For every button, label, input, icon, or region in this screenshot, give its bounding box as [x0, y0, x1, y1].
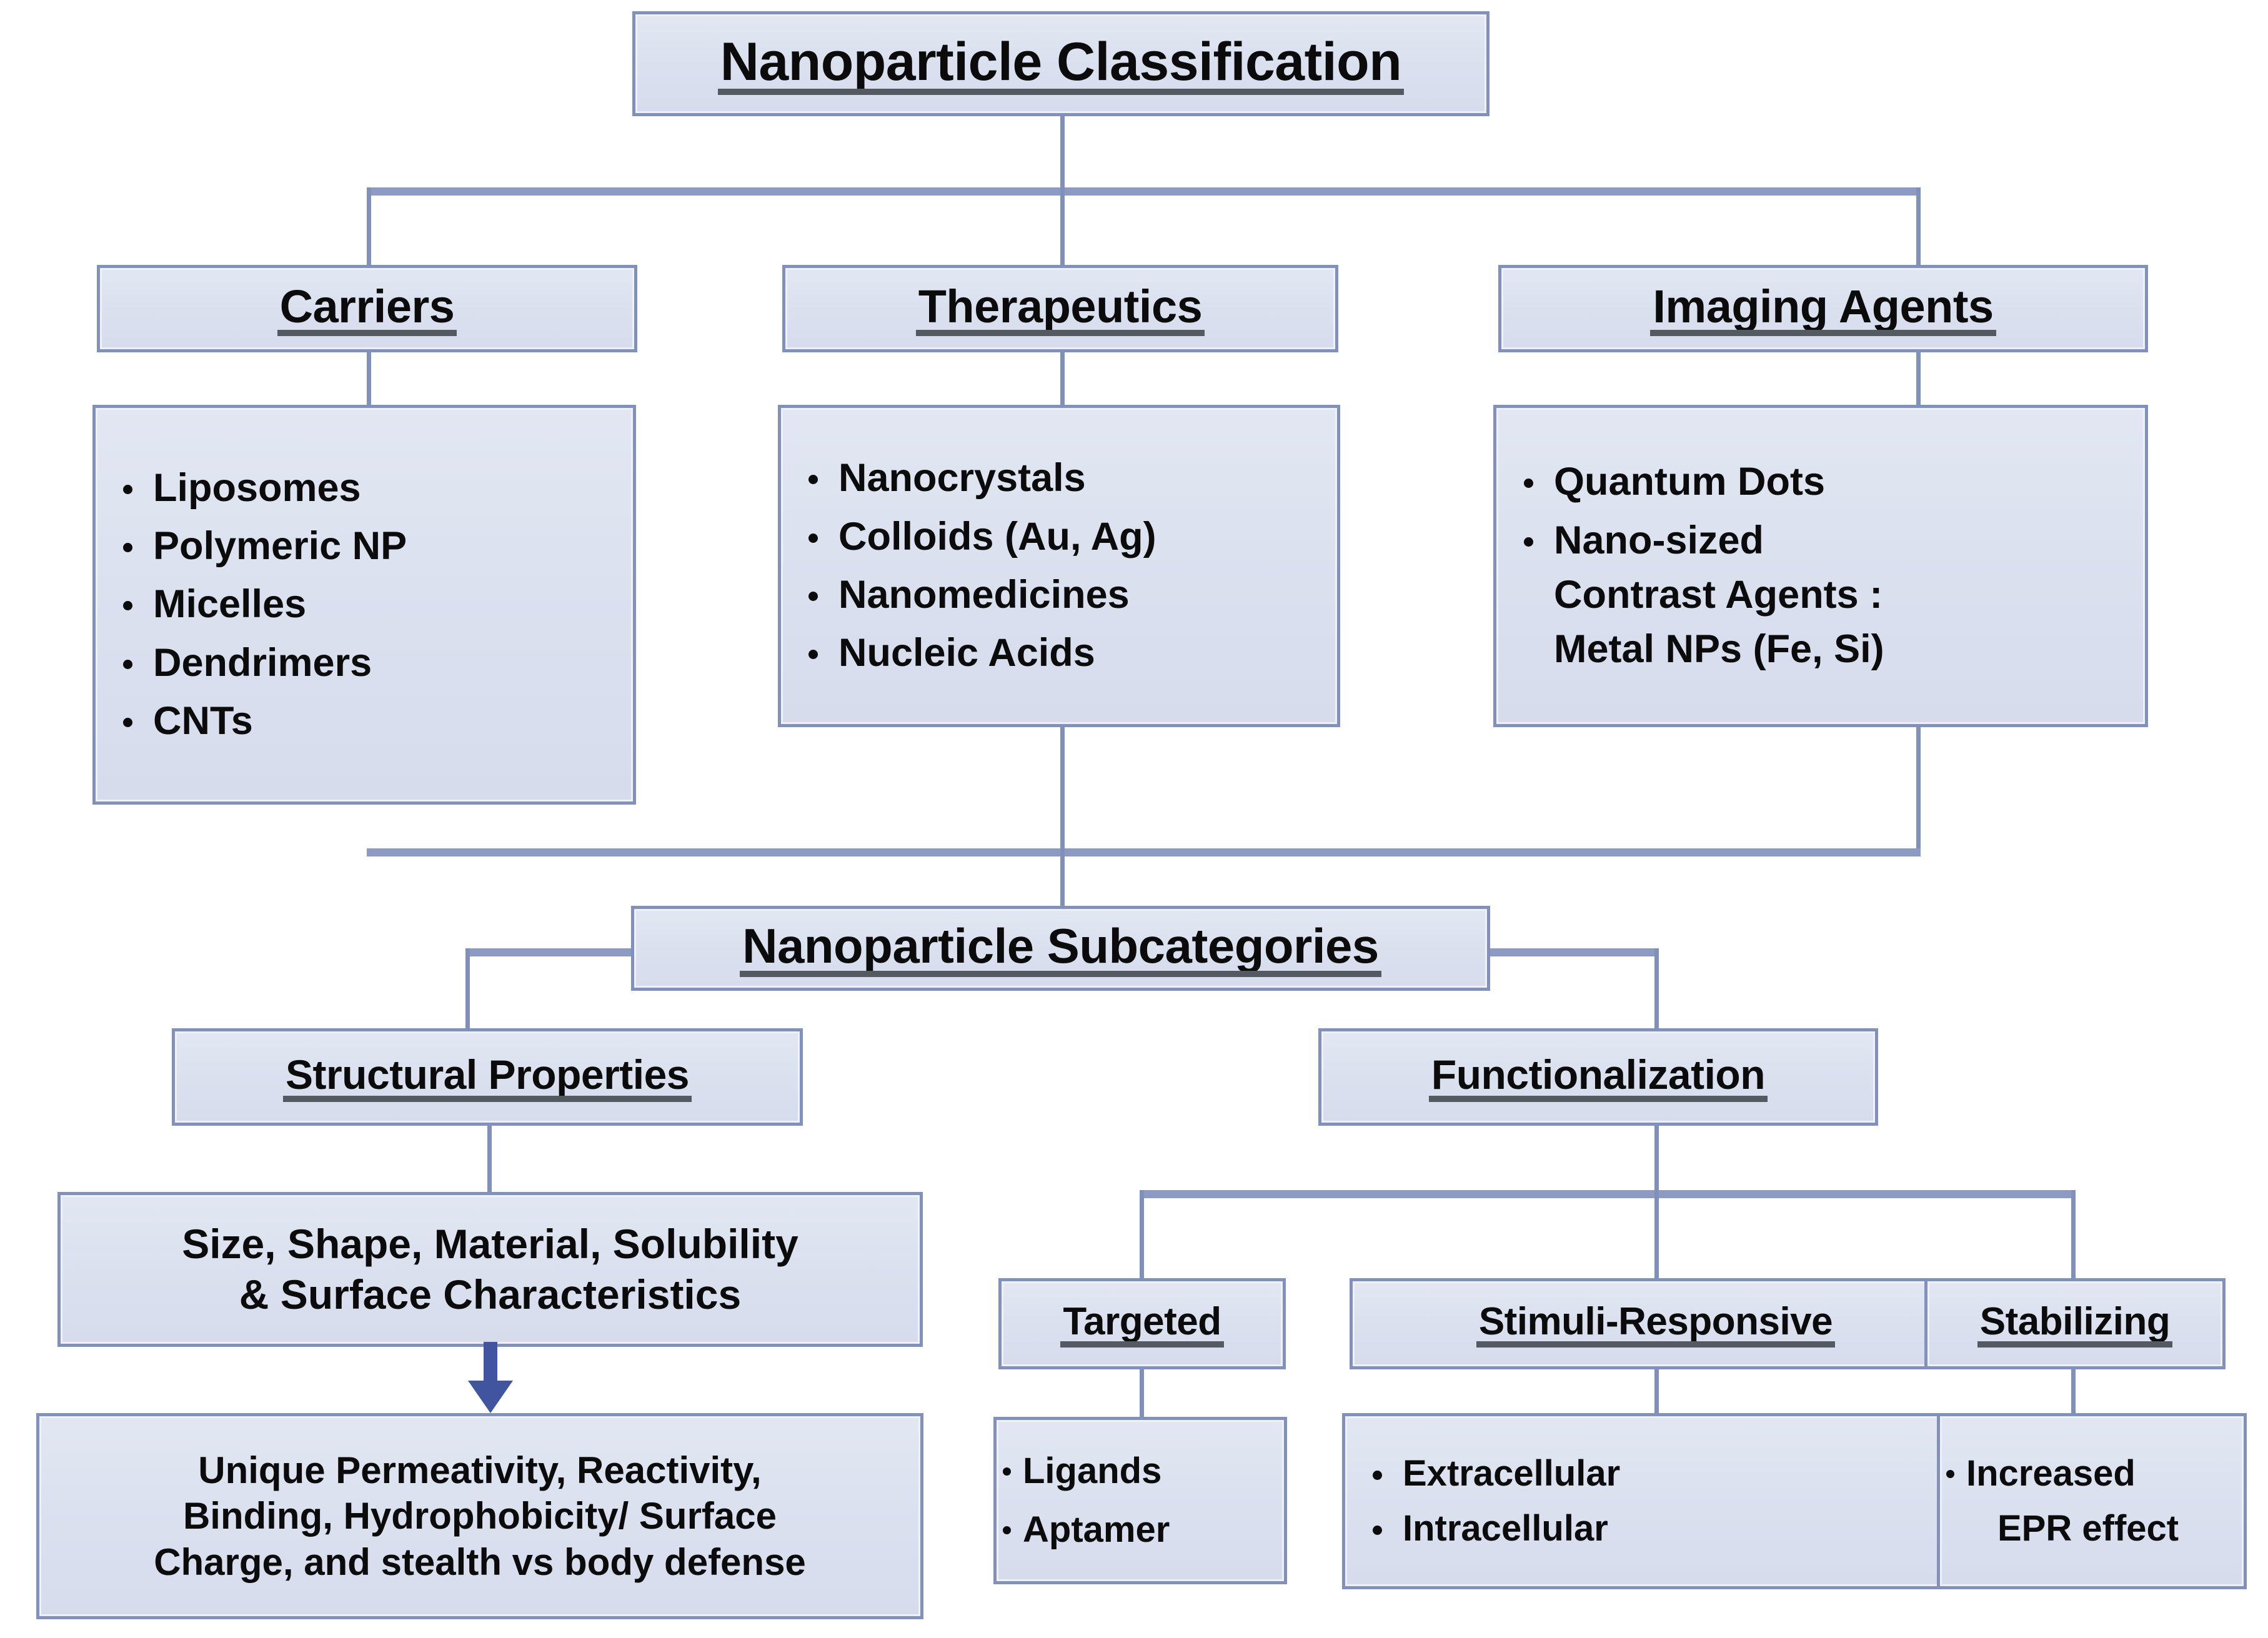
carriers-items: Liposomes Polymeric NP Micelles Dendrime…: [96, 466, 633, 743]
list-item: Nano-sized: [1496, 519, 2145, 562]
connector-functionalization-down: [1654, 1124, 1659, 1193]
node-imaging-agents-label: Imaging Agents: [1650, 282, 1996, 336]
list-item: Polymeric NP: [96, 524, 633, 568]
imaging-agents-items: Quantum Dots Nano-sized Contrast Agents …: [1496, 460, 2145, 671]
list-item: Liposomes: [96, 466, 633, 510]
connector-imaging-list-down: [1916, 725, 1921, 853]
node-subcategories-label: Nanoparticle Subcategories: [740, 920, 1381, 977]
node-functionalization[interactable]: Functionalization: [1318, 1028, 1878, 1126]
connector-subcat-left-stub: [465, 948, 631, 956]
structural-properties-line1: Size, Shape, Material, Solubility: [182, 1221, 798, 1268]
connector-bus-to-stimuli: [1654, 1190, 1659, 1279]
connector-therapeutics-list-down: [1060, 725, 1065, 853]
box-structural-outcome[interactable]: Unique Permeativity, Reactivity, Binding…: [36, 1413, 923, 1619]
stimuli-responsive-items: Extracellular Intracellular: [1345, 1454, 1961, 1549]
list-item: Aptamer: [997, 1510, 1284, 1550]
list-item: Ligands: [997, 1451, 1284, 1491]
therapeutics-items: Nanocrystals Colloids (Au, Ag) Nanomedic…: [781, 457, 1337, 675]
node-root-nanoparticle-classification[interactable]: Nanoparticle Classification: [632, 11, 1490, 116]
list-imaging-agents[interactable]: Quantum Dots Nano-sized Contrast Agents …: [1493, 405, 2148, 727]
connector-targeted-to-list: [1140, 1368, 1144, 1419]
list-targeted[interactable]: Ligands Aptamer: [993, 1417, 1287, 1584]
structural-outcome-line2: Binding, Hydrophobicity/ Surface: [182, 1495, 777, 1537]
connector-lower-bus: [367, 848, 1921, 856]
node-stabilizing-label: Stabilizing: [1977, 1301, 2172, 1348]
node-therapeutics[interactable]: Therapeutics: [782, 265, 1338, 352]
node-carriers-label: Carriers: [277, 282, 457, 336]
connector-bus-to-targeted: [1140, 1190, 1144, 1279]
connector-imaging-to-list: [1916, 350, 1921, 407]
node-carriers[interactable]: Carriers: [97, 265, 637, 352]
node-structural-properties[interactable]: Structural Properties: [172, 1028, 803, 1126]
list-item: Quantum Dots: [1496, 460, 2145, 504]
node-stimuli-responsive[interactable]: Stimuli-Responsive: [1350, 1278, 1962, 1369]
targeted-items: Ligands Aptamer: [997, 1451, 1284, 1550]
node-stimuli-responsive-label: Stimuli-Responsive: [1476, 1301, 1836, 1348]
node-structural-properties-label: Structural Properties: [282, 1053, 692, 1102]
list-stabilizing[interactable]: Increased EPR effect: [1937, 1413, 2247, 1589]
list-item: Extracellular: [1345, 1454, 1961, 1494]
connector-subcat-left-down: [465, 948, 470, 1028]
connector-stimuli-to-list: [1654, 1368, 1659, 1413]
list-item: Nucleic Acids: [781, 631, 1337, 675]
stabilizing-items: Increased EPR effect: [1940, 1454, 2244, 1549]
connector-bus-to-stabilizing: [2071, 1190, 2076, 1279]
connector-subcat-right-stub: [1490, 948, 1659, 956]
connector-stabilizing-to-list: [2071, 1368, 2076, 1413]
structural-outcome-text: Unique Permeativity, Reactivity, Binding…: [39, 1447, 920, 1585]
connector-structural-to-properties: [487, 1124, 492, 1194]
node-stabilizing[interactable]: Stabilizing: [1924, 1278, 2226, 1369]
connector-bus-to-carriers: [367, 187, 371, 267]
node-root-label: Nanoparticle Classification: [717, 34, 1405, 96]
node-imaging-agents[interactable]: Imaging Agents: [1498, 265, 2148, 352]
structural-outcome-line1: Unique Permeativity, Reactivity,: [198, 1449, 762, 1492]
connector-root-down: [1060, 114, 1065, 191]
connector-functionalization-bus: [1140, 1190, 2076, 1198]
list-item: Increased: [1940, 1454, 2244, 1494]
list-item: CNTs: [96, 699, 633, 743]
connector-bus-to-therapeutics: [1060, 187, 1065, 267]
list-stimuli-responsive[interactable]: Extracellular Intracellular: [1342, 1413, 1964, 1589]
structural-properties-text: Size, Shape, Material, Solubility & Surf…: [61, 1219, 920, 1319]
list-item-continuation: Metal NPs (Fe, Si): [1554, 627, 1884, 672]
list-item: Micelles: [96, 583, 633, 626]
connector-therapeutics-to-list: [1060, 350, 1065, 407]
list-item-continuation: Contrast Agents :: [1554, 573, 1883, 617]
connector-bus-to-imaging: [1916, 187, 1921, 267]
connector-top-bus: [367, 187, 1921, 196]
list-item: Nanomedicines: [781, 573, 1337, 617]
structural-outcome-line3: Charge, and stealth vs body defense: [154, 1541, 806, 1583]
connector-lower-bus-to-subcategories: [1060, 848, 1065, 910]
list-item-continuation: EPR effect: [1997, 1508, 2179, 1549]
box-structural-properties-detail[interactable]: Size, Shape, Material, Solubility & Surf…: [57, 1192, 923, 1347]
node-nanoparticle-subcategories[interactable]: Nanoparticle Subcategories: [631, 906, 1490, 991]
list-therapeutics[interactable]: Nanocrystals Colloids (Au, Ag) Nanomedic…: [778, 405, 1340, 727]
list-item: Colloids (Au, Ag): [781, 515, 1337, 558]
node-functionalization-label: Functionalization: [1428, 1053, 1768, 1102]
list-item: Nanocrystals: [781, 457, 1337, 500]
list-carriers[interactable]: Liposomes Polymeric NP Micelles Dendrime…: [92, 405, 636, 805]
node-therapeutics-label: Therapeutics: [915, 282, 1205, 336]
node-targeted[interactable]: Targeted: [998, 1278, 1286, 1369]
connector-carriers-to-list: [367, 350, 371, 407]
structural-properties-line2: & Surface Characteristics: [239, 1271, 742, 1318]
node-targeted-label: Targeted: [1060, 1301, 1224, 1348]
list-item: Intracellular: [1345, 1509, 1961, 1549]
list-item: Dendrimers: [96, 641, 633, 685]
connector-subcat-right-down: [1654, 948, 1659, 1028]
